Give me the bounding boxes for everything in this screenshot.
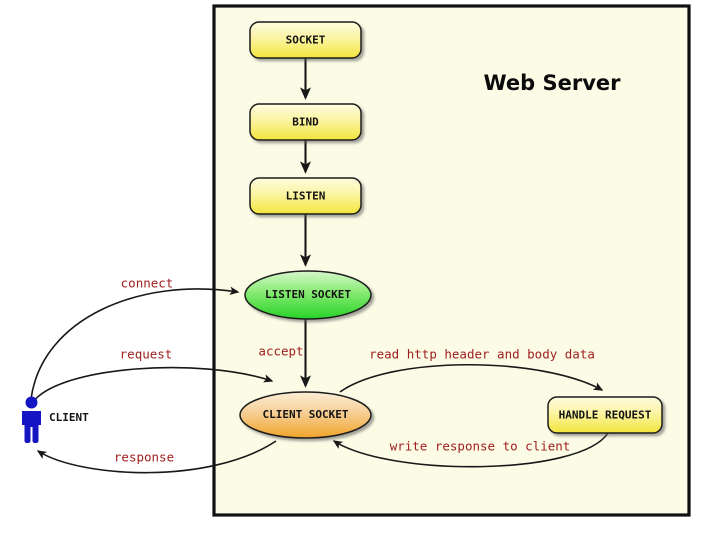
edge-write-response <box>332 432 609 468</box>
node-client-socket[interactable]: CLIENT SOCKET <box>239 391 372 439</box>
node-client-socket-shape <box>239 391 372 439</box>
node-socket-label: SOCKET <box>286 34 326 47</box>
node-socket[interactable]: SOCKET <box>249 21 362 59</box>
edge-label-write-response: write response to client <box>390 439 571 454</box>
client-person-icon <box>22 396 41 443</box>
node-listen-socket[interactable]: LISTEN SOCKET <box>244 270 372 320</box>
edge-request <box>32 366 274 403</box>
node-listen-label: LISTEN <box>286 190 326 203</box>
node-listen-socket-shape <box>244 270 372 320</box>
node-client-socket-label: CLIENT SOCKET <box>262 408 348 421</box>
edge-label-connect: connect <box>121 276 174 291</box>
edge-label-response: response <box>114 450 174 465</box>
node-layer: SOCKET BIND LISTEN LISTEN SOCKET CLIENT … <box>239 21 663 439</box>
edge-layer: accept connect request response read htt… <box>30 58 609 474</box>
page-title: Web Server <box>483 71 621 95</box>
node-listen-socket-label: LISTEN SOCKET <box>265 288 351 301</box>
node-handle-request-shape <box>547 396 663 434</box>
node-handle-request[interactable]: HANDLE REQUEST <box>547 396 663 434</box>
node-bind[interactable]: BIND <box>249 103 362 141</box>
node-socket-shape <box>249 21 362 59</box>
edge-label-read-request: read http header and body data <box>369 347 595 362</box>
edge-label-accept: accept <box>258 344 303 359</box>
edge-connect <box>30 286 240 400</box>
actor-client-label: CLIENT <box>49 411 89 424</box>
node-handle-request-label: HANDLE REQUEST <box>559 409 652 422</box>
edge-read-request <box>339 363 604 393</box>
node-listen-shape <box>249 177 362 215</box>
edge-response <box>36 440 277 474</box>
actor-client[interactable]: CLIENT <box>22 396 89 444</box>
node-bind-shape <box>249 103 362 141</box>
node-bind-label: BIND <box>292 116 319 129</box>
edge-label-request: request <box>120 347 173 362</box>
node-listen[interactable]: LISTEN <box>249 177 362 215</box>
